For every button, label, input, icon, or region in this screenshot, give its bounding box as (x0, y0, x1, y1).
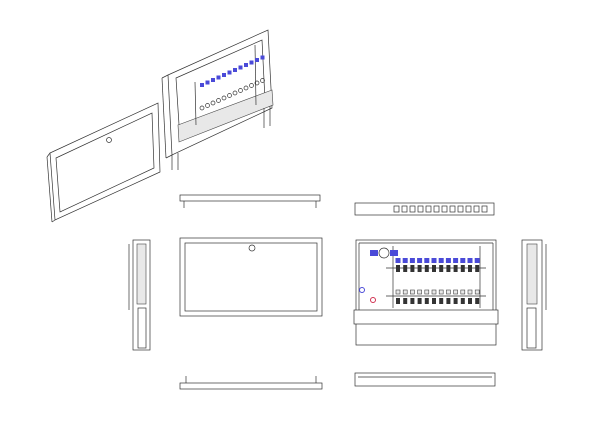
port-top (481, 205, 488, 213)
return-port (403, 298, 408, 304)
port-top (449, 205, 456, 213)
supply-valve-icon (445, 258, 451, 263)
cabinet-right-side-view (521, 239, 547, 351)
cabinet-front-view-with-manifold (353, 239, 499, 346)
return-valve (424, 289, 430, 295)
supply-port (403, 265, 408, 272)
supply-port (410, 265, 415, 272)
return-port (475, 298, 480, 304)
iso-return-port (210, 100, 216, 106)
door-front-view (179, 237, 323, 317)
supply-port (424, 265, 429, 272)
door-bottom-view (179, 376, 323, 390)
supply-valve-icon (460, 258, 466, 263)
supply-valve-icon (453, 258, 459, 263)
return-valve (453, 289, 458, 295)
supply-valve-icon (438, 258, 444, 263)
iso-return-port (260, 78, 265, 83)
iso-return-port (243, 85, 249, 91)
return-port (432, 298, 436, 304)
supply-port (439, 265, 444, 272)
port-top (425, 205, 432, 213)
return-valve (395, 289, 401, 295)
iso-supply-valve-icon (260, 55, 265, 60)
supply-port (396, 265, 400, 272)
iso-supply-valve-icon (216, 75, 221, 80)
supply-valve-icon (417, 258, 423, 263)
iso-return-port (199, 105, 205, 111)
return-valve (431, 289, 437, 295)
supply-valve-icon (474, 258, 480, 263)
iso-supply-valve-icon (227, 70, 232, 75)
return-port (446, 298, 451, 304)
supply-port (475, 265, 480, 272)
iso-supply-valve-icon (249, 60, 254, 65)
return-valve (446, 289, 451, 295)
cabinet-isometric-view (161, 29, 274, 170)
return-port (410, 298, 415, 304)
port-top (441, 205, 448, 213)
port-top (393, 205, 400, 213)
return-port (468, 298, 472, 304)
iso-return-port (238, 88, 243, 93)
cabinet-bottom-view (354, 372, 496, 387)
port-top (433, 205, 440, 213)
iso-supply-valve-icon (222, 73, 226, 77)
return-port (417, 298, 422, 304)
supply-valve-icon (467, 258, 473, 263)
door-handle-icon (106, 137, 112, 143)
cabinet-left-side-view (128, 239, 151, 351)
return-valve (474, 289, 480, 295)
return-valve (438, 289, 444, 295)
iso-supply-valve-icon (233, 68, 237, 72)
return-valve (417, 289, 422, 295)
iso-supply-valve-icon (211, 78, 215, 82)
iso-return-port (216, 98, 221, 103)
supply-port (417, 265, 422, 272)
return-port (424, 298, 429, 304)
iso-return-port (227, 93, 232, 98)
return-valve (467, 289, 473, 295)
return-valve (410, 289, 415, 295)
port-top (417, 205, 424, 213)
supply-valve-icon (409, 258, 415, 263)
door-lock-icon (248, 244, 256, 252)
supply-valve-icon (431, 258, 437, 263)
door-isometric-view (46, 102, 161, 223)
iso-supply-valve-icon (255, 58, 259, 62)
return-port (439, 298, 444, 304)
return-port (396, 298, 400, 304)
iso-supply-valve-icon (244, 63, 248, 67)
port-top (409, 205, 416, 213)
iso-return-port (232, 90, 238, 96)
iso-supply-valve-icon (205, 80, 210, 85)
port-top (465, 205, 472, 213)
supply-valve-icon (424, 258, 430, 263)
supply-valve-icon (395, 258, 401, 263)
port-top (473, 205, 480, 213)
port-top (401, 205, 408, 213)
manifold-top-view (354, 202, 495, 216)
supply-port (468, 265, 472, 272)
supply-port (460, 265, 465, 272)
return-valve (402, 289, 408, 295)
supply-port (446, 265, 451, 272)
supply-port (453, 265, 458, 272)
return-valve (460, 289, 466, 295)
supply-port (432, 265, 436, 272)
return-port (453, 298, 458, 304)
door-top-view (179, 194, 321, 208)
supply-valve-icon (402, 258, 408, 263)
iso-return-port (254, 80, 260, 86)
iso-return-port (205, 103, 210, 108)
iso-supply-valve-icon (238, 65, 243, 70)
iso-return-port (221, 95, 227, 101)
port-top (457, 205, 464, 213)
iso-supply-valve-icon (200, 83, 204, 87)
return-port (460, 298, 465, 304)
iso-return-port (249, 83, 254, 88)
